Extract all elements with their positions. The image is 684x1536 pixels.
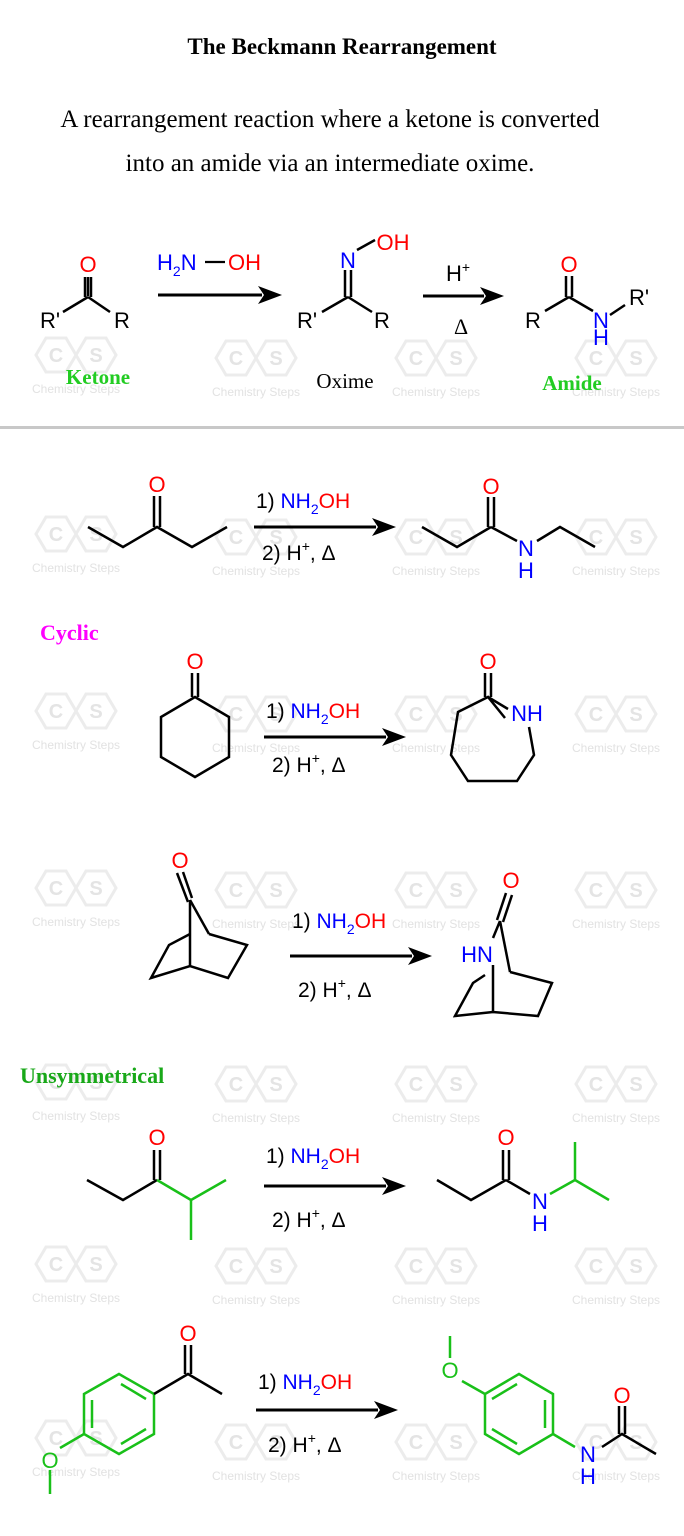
hydroxylamine-reagent: H2N: [157, 250, 197, 279]
amide-oxygen: O: [497, 1125, 514, 1150]
ketone-oxygen: O: [186, 649, 203, 674]
norbornanone-structure: [148, 871, 249, 981]
description-line-2: into an amide via an intermediate oxime.: [125, 150, 535, 177]
amide-hydrogen: H: [580, 1464, 596, 1489]
condition-step-1: 1) NH2OH: [256, 490, 350, 517]
condition-step-2: 2) H+, Δ: [298, 975, 372, 1002]
amide-structure: [544, 276, 626, 317]
arrow: [382, 728, 406, 746]
cyclohexanone-structure: [159, 673, 231, 779]
condition-step-2: 2) H+, Δ: [262, 538, 336, 565]
arrow: [408, 947, 432, 965]
n-isopropyl-group: [549, 1142, 610, 1202]
ketone-r: R: [114, 308, 130, 333]
amide-nitrogen: N: [518, 536, 534, 561]
amide-hydrogen: H: [518, 558, 534, 583]
amide-nitrogen: N: [593, 308, 609, 333]
reaction-4: O 1) NH2OH 2) H+, Δ O N H: [86, 1125, 610, 1240]
condition-step-1: 1) NH2OH: [292, 910, 386, 937]
ketone-oxygen: O: [179, 1321, 196, 1346]
ketone-oxygen: O: [148, 1125, 165, 1150]
oxime-nitrogen: N: [340, 248, 356, 273]
isopropyl-group: [156, 1178, 227, 1240]
methylpentanone-structure: [86, 1150, 162, 1202]
anisole-ring-reactant: [48, 1372, 156, 1494]
amide-oxygen: O: [482, 474, 499, 499]
arrow: [374, 1401, 398, 1419]
section-label-cyclic: Cyclic: [40, 620, 99, 645]
condition-step-1: 1) NH2OH: [266, 1145, 360, 1172]
amide-r: R: [525, 308, 541, 333]
reaction-5: O O 1) NH2OH 2) H+, Δ O O N H: [41, 1321, 657, 1494]
condition-step-2: 2) H+, Δ: [272, 750, 346, 777]
oxime-oh: OH: [377, 230, 410, 255]
anisole-ring-product: [448, 1336, 576, 1456]
ketone-oxygen: O: [148, 472, 165, 497]
caprolactam-structure: [449, 673, 536, 783]
condition-step-1: 1) NH2OH: [258, 1371, 352, 1398]
ketone-caption: Ketone: [66, 365, 130, 389]
heat-delta: Δ: [454, 314, 468, 339]
lactam-oxygen: O: [479, 649, 496, 674]
arrow-1: [158, 286, 282, 304]
amide-oxygen: O: [560, 252, 577, 277]
section-label-unsymmetrical: Unsymmetrical: [20, 1063, 164, 1088]
amide-hydrogen: H: [532, 1211, 548, 1236]
reaction-3: O 1) NH2OH 2) H+, Δ O HN: [148, 848, 554, 1018]
oxime-r-prime: R': [297, 308, 317, 333]
reagent-oh: OH: [228, 250, 261, 275]
reaction-2: O 1) NH2OH 2) H+, Δ O NH: [159, 649, 543, 783]
isopropylpropanamide-structure: [436, 1150, 531, 1202]
arrow-2: [423, 287, 504, 305]
condition-step-2: 2) H+, Δ: [272, 1205, 346, 1232]
description: A rearrangement reaction where a ketone …: [0, 98, 660, 186]
lactam-hn: HN: [461, 942, 493, 967]
amide-r-prime: R': [629, 285, 649, 310]
methoxy-oxygen: O: [41, 1448, 58, 1473]
amide-caption: Amide: [542, 371, 602, 395]
oxime-caption: Oxime: [316, 369, 373, 393]
ketone-structure: [62, 277, 111, 314]
bicyclic-lactam-structure: [452, 892, 554, 1018]
section-divider: [0, 426, 684, 429]
methoxy-oxygen: O: [441, 1358, 458, 1383]
acid-reagent: H+: [446, 259, 470, 286]
ketone-oxygen: O: [79, 252, 96, 277]
amide-hydrogen: H: [593, 325, 609, 350]
ethylpropanamide-structure: [421, 497, 596, 549]
page-title: The Beckmann Rearrangement: [187, 34, 497, 59]
ketone-oxygen: O: [171, 848, 188, 873]
acetyl-group-reactant: [153, 1345, 223, 1396]
lactam-nh: NH: [511, 701, 543, 726]
condition-step-2: 2) H+, Δ: [268, 1430, 342, 1457]
amide-oxygen: O: [613, 1383, 630, 1408]
general-scheme: O R' R H2N OH N OH R' R H+ Δ O R N H R' …: [40, 230, 649, 395]
acetamide-group: [601, 1406, 657, 1456]
arrow: [382, 1177, 406, 1195]
oxime-structure: [321, 238, 376, 314]
reaction-1: O 1) NH2OH 2) H+, Δ O N H: [87, 472, 596, 583]
lactam-oxygen: O: [502, 868, 519, 893]
arrow: [372, 518, 396, 536]
ketone-r-prime: R': [40, 308, 60, 333]
pentanone-structure: [87, 496, 228, 549]
oxime-r: R: [374, 308, 390, 333]
condition-step-1: 1) NH2OH: [266, 700, 360, 727]
description-line-1: A rearrangement reaction where a ketone …: [60, 106, 600, 133]
amide-nitrogen: N: [532, 1189, 548, 1214]
amide-nitrogen: N: [580, 1442, 596, 1467]
